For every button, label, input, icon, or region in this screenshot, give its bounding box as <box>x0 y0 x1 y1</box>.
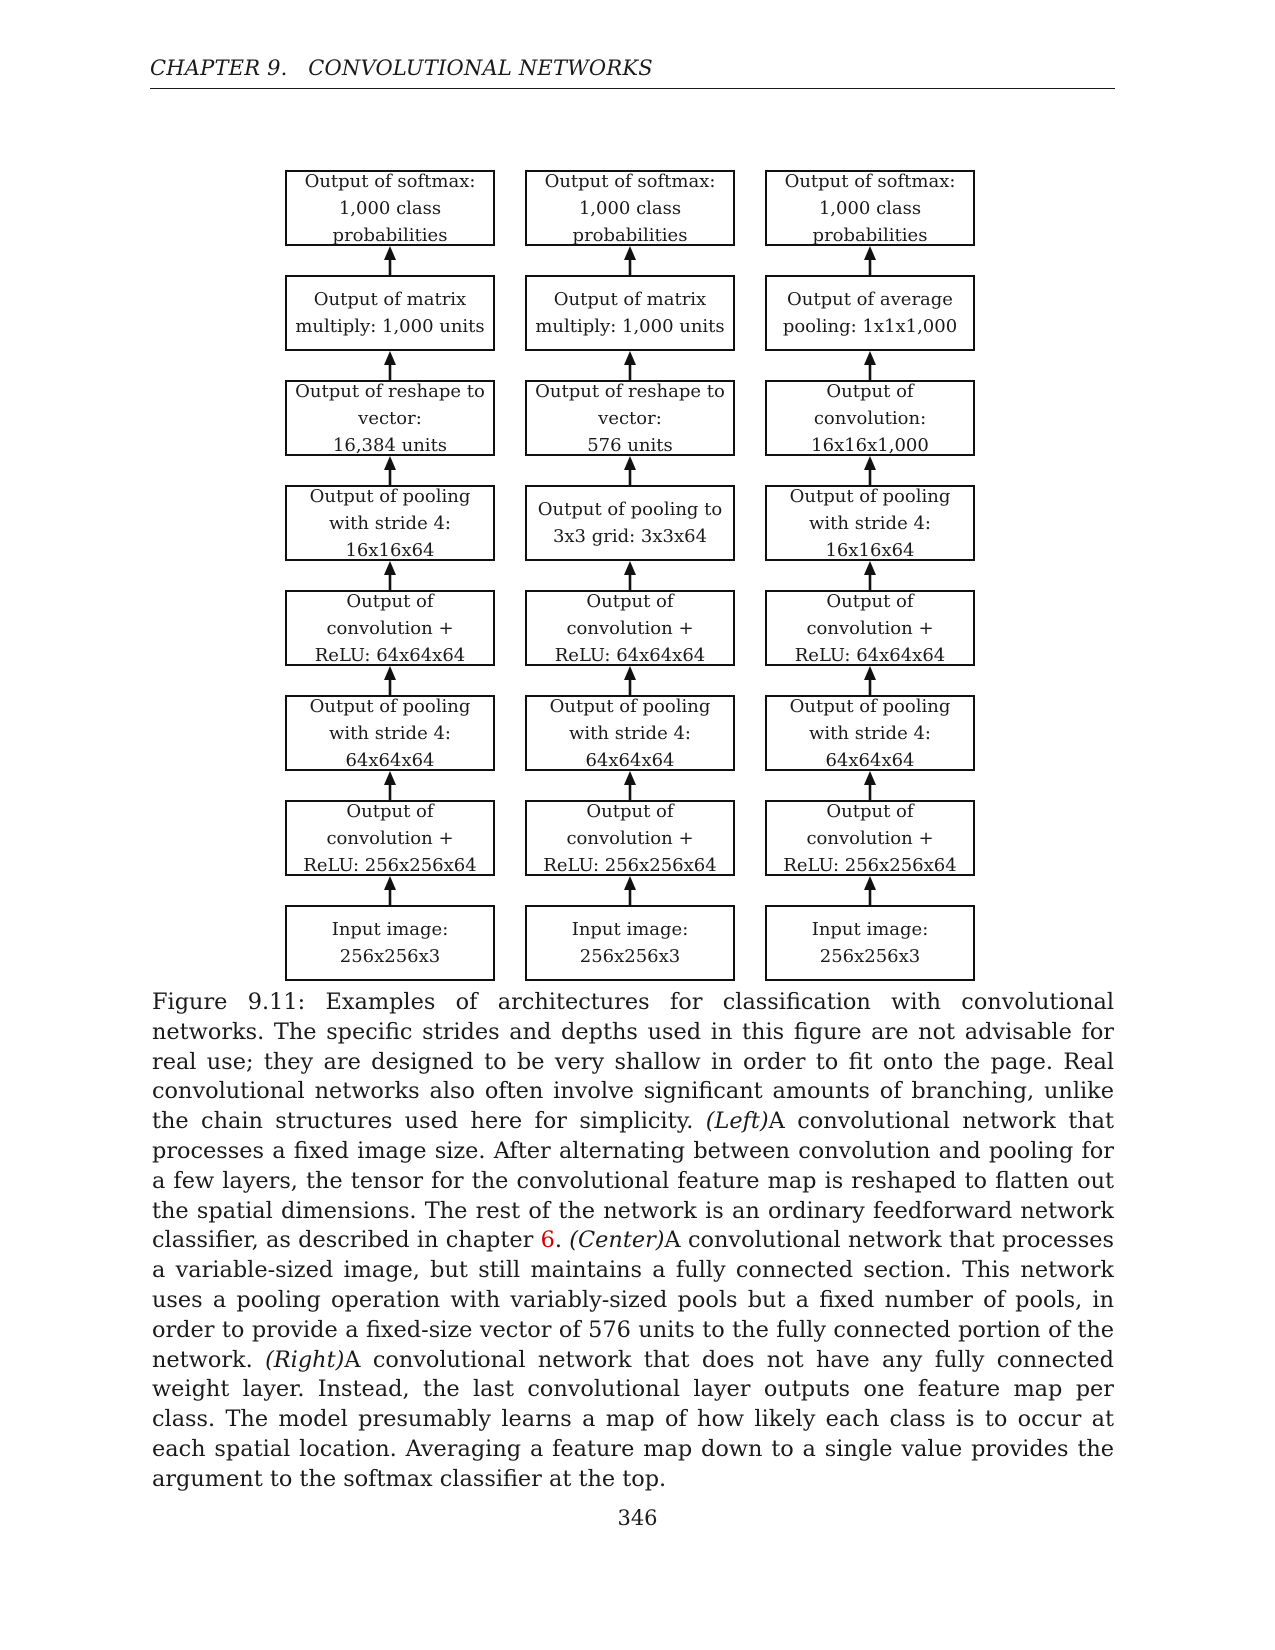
layer-box-label: Output of convolution: 16x16x1,000 <box>811 380 929 456</box>
arrowhead-icon <box>384 771 396 785</box>
layer-box: Output of softmax: 1,000 class probabili… <box>285 170 495 246</box>
caption-left-label: (Left) <box>705 1108 769 1135</box>
arrowhead-icon <box>624 351 636 365</box>
layer-box: Output of average pooling: 1x1x1,000 <box>765 275 975 351</box>
header-rule <box>150 88 1115 89</box>
arrowhead-icon <box>624 666 636 680</box>
layer-box: Output of softmax: 1,000 class probabili… <box>765 170 975 246</box>
layer-box-label: Input image: 256x256x3 <box>331 919 449 967</box>
layer-box: Output of convolution + ReLU: 256x256x64 <box>765 800 975 876</box>
layer-box-label: Output of matrix multiply: 1,000 units <box>295 289 485 337</box>
arrowhead-icon <box>384 456 396 470</box>
arrowhead-icon <box>384 666 396 680</box>
layer-box: Input image: 256x256x3 <box>765 905 975 981</box>
layer-box-label: Output of convolution + ReLU: 64x64x64 <box>314 590 466 666</box>
layer-box-label: Output of pooling with stride 4: 16x16x6… <box>789 485 951 561</box>
arrowhead-icon <box>624 771 636 785</box>
layer-box-label: Output of pooling to 3x3 grid: 3x3x64 <box>537 499 723 547</box>
architecture-diagram <box>384 246 876 905</box>
arrowhead-icon <box>624 561 636 575</box>
layer-box-label: Output of reshape to vector: 16,384 unit… <box>295 380 485 456</box>
arrowhead-icon <box>864 561 876 575</box>
arrowhead-icon <box>864 666 876 680</box>
layer-box-label: Output of pooling with stride 4: 64x64x6… <box>789 695 951 771</box>
layer-box-label: Output of convolution + ReLU: 256x256x64 <box>543 800 717 876</box>
layer-box-label: Output of convolution + ReLU: 256x256x64 <box>303 800 477 876</box>
layer-box: Output of pooling with stride 4: 64x64x6… <box>525 695 735 771</box>
figure-caption: Figure 9.11: Examples of architectures f… <box>152 988 1114 1495</box>
layer-box: Output of convolution + ReLU: 256x256x64 <box>525 800 735 876</box>
layer-box: Input image: 256x256x3 <box>285 905 495 981</box>
layer-box: Output of matrix multiply: 1,000 units <box>525 275 735 351</box>
layer-box: Output of reshape to vector: 576 units <box>525 380 735 456</box>
arrowhead-icon <box>864 771 876 785</box>
page-number: 346 <box>617 1506 658 1530</box>
layer-box: Output of pooling with stride 4: 64x64x6… <box>765 695 975 771</box>
layer-box: Output of convolution + ReLU: 64x64x64 <box>765 590 975 666</box>
layer-box-label: Output of convolution + ReLU: 256x256x64 <box>783 800 957 876</box>
layer-box: Output of convolution + ReLU: 64x64x64 <box>525 590 735 666</box>
layer-box: Output of pooling with stride 4: 16x16x6… <box>765 485 975 561</box>
layer-box: Output of pooling with stride 4: 16x16x6… <box>285 485 495 561</box>
caption-text-center: A convolutional network that processes a… <box>152 1227 1114 1373</box>
caption-center-label: (Center) <box>569 1227 665 1254</box>
running-head-chapter: CHAPTER 9. <box>150 56 288 80</box>
arrowhead-icon <box>864 876 876 890</box>
layer-box: Output of convolution + ReLU: 64x64x64 <box>285 590 495 666</box>
arrowhead-icon <box>384 246 396 260</box>
arrowhead-icon <box>384 351 396 365</box>
layer-box-label: Output of softmax: 1,000 class probabili… <box>304 170 476 246</box>
arrowhead-icon <box>384 876 396 890</box>
layer-box-label: Output of pooling with stride 4: 16x16x6… <box>309 485 471 561</box>
caption-right-label: (Right) <box>265 1346 345 1373</box>
layer-box: Output of softmax: 1,000 class probabili… <box>525 170 735 246</box>
layer-box: Output of matrix multiply: 1,000 units <box>285 275 495 351</box>
layer-box: Output of convolution: 16x16x1,000 <box>765 380 975 456</box>
layer-box-label: Output of pooling with stride 4: 64x64x6… <box>549 695 711 771</box>
layer-box-label: Output of average pooling: 1x1x1,000 <box>782 289 958 337</box>
caption-period: . <box>554 1227 562 1254</box>
layer-box-label: Output of softmax: 1,000 class probabili… <box>544 170 716 246</box>
caption-text-left: A convolutional network that processes a… <box>152 1108 1114 1254</box>
layer-box-label: Output of convolution + ReLU: 64x64x64 <box>554 590 706 666</box>
running-head-title: CONVOLUTIONAL NETWORKS <box>308 56 653 80</box>
layer-box: Output of convolution + ReLU: 256x256x64 <box>285 800 495 876</box>
arrowhead-icon <box>864 246 876 260</box>
caption-text-intro: Examples of architectures for classifica… <box>152 989 1114 1135</box>
layer-box-label: Output of reshape to vector: 576 units <box>535 380 725 456</box>
layer-box-label: Output of pooling with stride 4: 64x64x6… <box>309 695 471 771</box>
layer-box-label: Output of matrix multiply: 1,000 units <box>535 289 725 337</box>
arrowhead-icon <box>864 456 876 470</box>
chapter-link[interactable]: 6 <box>540 1227 555 1254</box>
layer-box: Output of pooling to 3x3 grid: 3x3x64 <box>525 485 735 561</box>
layer-box-label: Input image: 256x256x3 <box>811 919 929 967</box>
caption-label: Figure 9.11: <box>152 989 306 1015</box>
arrowhead-icon <box>624 456 636 470</box>
layer-box-label: Output of convolution + ReLU: 64x64x64 <box>794 590 946 666</box>
arrowhead-icon <box>384 561 396 575</box>
arrowhead-icon <box>624 876 636 890</box>
arrowhead-icon <box>624 246 636 260</box>
layer-box-label: Output of softmax: 1,000 class probabili… <box>784 170 956 246</box>
layer-box: Input image: 256x256x3 <box>525 905 735 981</box>
layer-box: Output of pooling with stride 4: 64x64x6… <box>285 695 495 771</box>
layer-box-label: Input image: 256x256x3 <box>571 919 689 967</box>
arrowhead-icon <box>864 351 876 365</box>
running-head: CHAPTER 9. CONVOLUTIONAL NETWORKS <box>150 56 653 80</box>
layer-box: Output of reshape to vector: 16,384 unit… <box>285 380 495 456</box>
caption-text-right: A convolutional network that does not ha… <box>152 1346 1114 1492</box>
